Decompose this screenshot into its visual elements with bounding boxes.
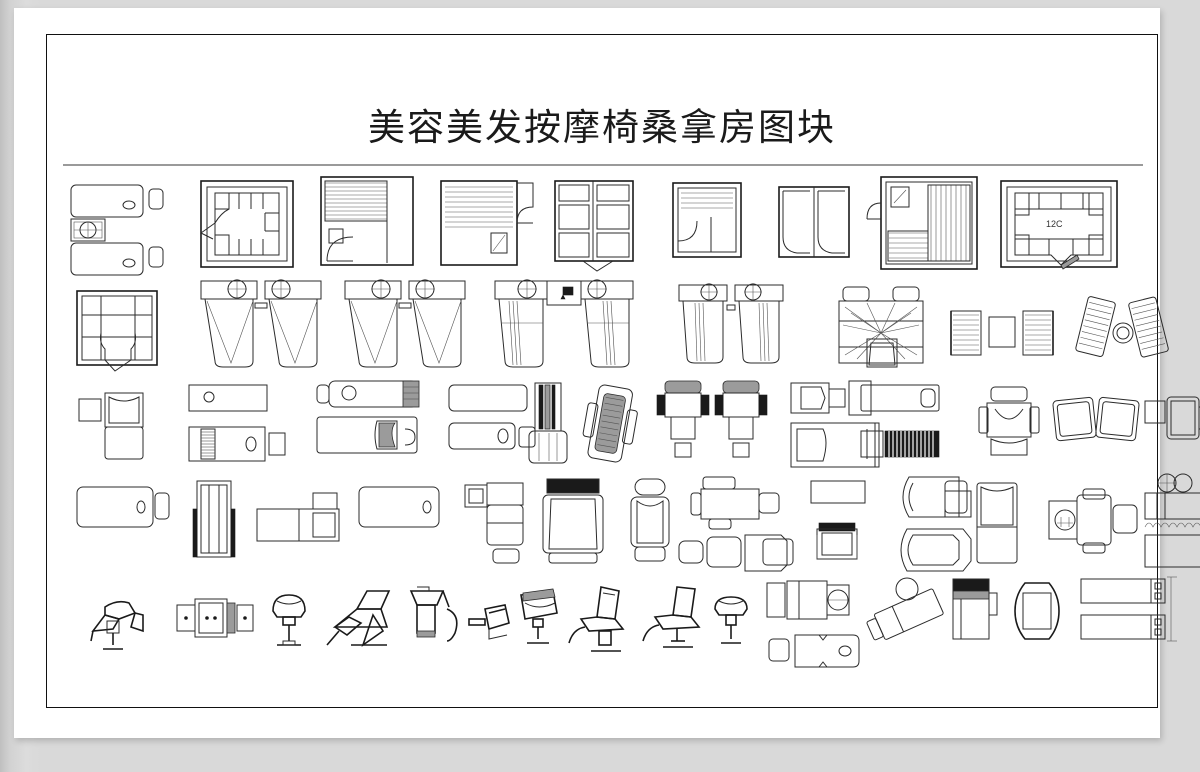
drawing-sheet-frame: 美容美发按摩椅桑拿房图块 <box>46 34 1200 708</box>
block-dentist-style-treatment-chair[interactable] <box>1047 488 1143 555</box>
block-paired-pedicure-chairs[interactable] <box>655 379 771 471</box>
row-4-treatment-chairs <box>47 473 1200 575</box>
block-spa-chair-with-table[interactable] <box>893 527 979 575</box>
block-corner-lounger-with-footstool[interactable] <box>463 479 533 569</box>
block-twin-shower-cubicles-with-drains[interactable] <box>199 279 323 373</box>
title-divider <box>63 164 1143 166</box>
block-large-sauna-room-with-door-swing[interactable] <box>866 175 983 271</box>
block-salon-chair-rear-elevation[interactable] <box>513 588 565 653</box>
block-sauna-cabin-small-bench[interactable] <box>671 181 757 269</box>
block-capsule-treatment-pod[interactable] <box>1011 581 1067 643</box>
block-treatment-table-with-stools[interactable] <box>689 475 793 530</box>
block-barber-chair-with-cabinet[interactable] <box>789 379 889 471</box>
block-reclining-chair-with-stools[interactable] <box>677 533 809 575</box>
block-styling-chair-side-elevation[interactable] <box>326 587 399 657</box>
block-salon-chair-front-elevation[interactable] <box>267 593 315 661</box>
row-5-salon-chair-elevations <box>47 576 1177 673</box>
block-stacked-twin-massage-beds[interactable] <box>1079 576 1187 643</box>
block-beauty-chair-narrow[interactable] <box>623 477 679 567</box>
block-massage-bed-with-coil-heater[interactable] <box>1059 473 1200 571</box>
room-capacity-label: 12C <box>1046 219 1063 229</box>
block-angled-massage-lounger[interactable] <box>579 384 649 467</box>
block-facial-bed-with-headrest[interactable] <box>767 631 867 673</box>
block-armchair-with-ottoman[interactable] <box>943 481 1023 567</box>
block-shampoo-unit-column[interactable] <box>525 381 577 467</box>
catalog-page: 美容美发按摩椅桑拿房图块 <box>14 8 1200 738</box>
block-treatment-bed-with-stool[interactable] <box>255 491 365 561</box>
block-barber-chair-front[interactable] <box>539 477 611 567</box>
block-gradient-sun-bed[interactable] <box>947 577 1003 643</box>
block-tilted-massage-lounger[interactable] <box>863 577 957 641</box>
block-massage-bed-plain[interactable] <box>187 383 291 469</box>
block-pedestal-chair-front[interactable] <box>709 595 757 651</box>
block-hydraulic-styling-chair[interactable] <box>567 585 641 657</box>
block-spa-room-bench-layout[interactable] <box>75 289 171 373</box>
block-massage-chair-with-footstool[interactable] <box>77 389 167 469</box>
block-tilted-twin-armchairs[interactable] <box>1052 393 1143 455</box>
block-treatment-bed-with-basin[interactable] <box>447 383 551 465</box>
block-twin-massage-beds-with-side-table[interactable] <box>69 179 179 276</box>
block-steam-room-two-bench[interactable] <box>777 185 861 267</box>
block-angled-lounge-chairs-with-round-table[interactable] <box>1067 295 1177 363</box>
block-sauna-room-bench-perimeter-octagon[interactable] <box>199 179 299 271</box>
block-sauna-lounge-room-12c[interactable]: 12C <box>999 179 1125 275</box>
block-barber-station-plan[interactable] <box>175 595 255 657</box>
block-reclining-styling-chair[interactable] <box>641 585 711 657</box>
block-manicure-table-with-stool[interactable] <box>807 477 873 569</box>
block-narrow-bench-elevation[interactable] <box>189 479 245 565</box>
block-shampoo-chair-side-elevation[interactable] <box>90 597 155 659</box>
block-sun-bed-plan[interactable] <box>859 383 955 469</box>
block-sauna-room-horizontal-slats-with-heater[interactable] <box>439 179 539 271</box>
block-twin-shower-narrow-pair[interactable] <box>677 283 787 373</box>
row-1-sauna-rooms: 12C <box>47 175 1157 276</box>
cad-block-grid: 12C <box>47 175 1200 701</box>
block-stylist-stool-elevation[interactable] <box>467 599 515 651</box>
block-treatment-bed-with-roller[interactable] <box>765 579 853 627</box>
block-massage-bed-with-headrest[interactable] <box>75 485 175 567</box>
block-round-massage-platform[interactable] <box>837 285 933 369</box>
block-paired-lounge-chairs-with-side-table[interactable] <box>949 307 1059 361</box>
block-shampoo-basin-side-elevation[interactable] <box>399 585 471 657</box>
block-sauna-room-slatted-bench-corner-door[interactable] <box>319 175 419 271</box>
block-salon-chair-with-side-table[interactable] <box>1143 393 1200 455</box>
block-massage-bed-wide[interactable] <box>357 485 453 567</box>
page-title: 美容美发按摩椅桑拿房图块 <box>368 106 836 149</box>
block-massage-bed-with-roller-unit[interactable] <box>315 379 439 467</box>
row-2-massage-rooms <box>47 279 1169 375</box>
block-twin-shower-cubicles-variant[interactable] <box>343 279 467 373</box>
block-double-bed-suite-plan[interactable] <box>553 179 649 272</box>
block-twin-shower-with-center-counter[interactable] <box>493 279 637 373</box>
row-3-massage-beds <box>47 379 1200 475</box>
block-foot-spa-unit[interactable] <box>977 385 1047 465</box>
